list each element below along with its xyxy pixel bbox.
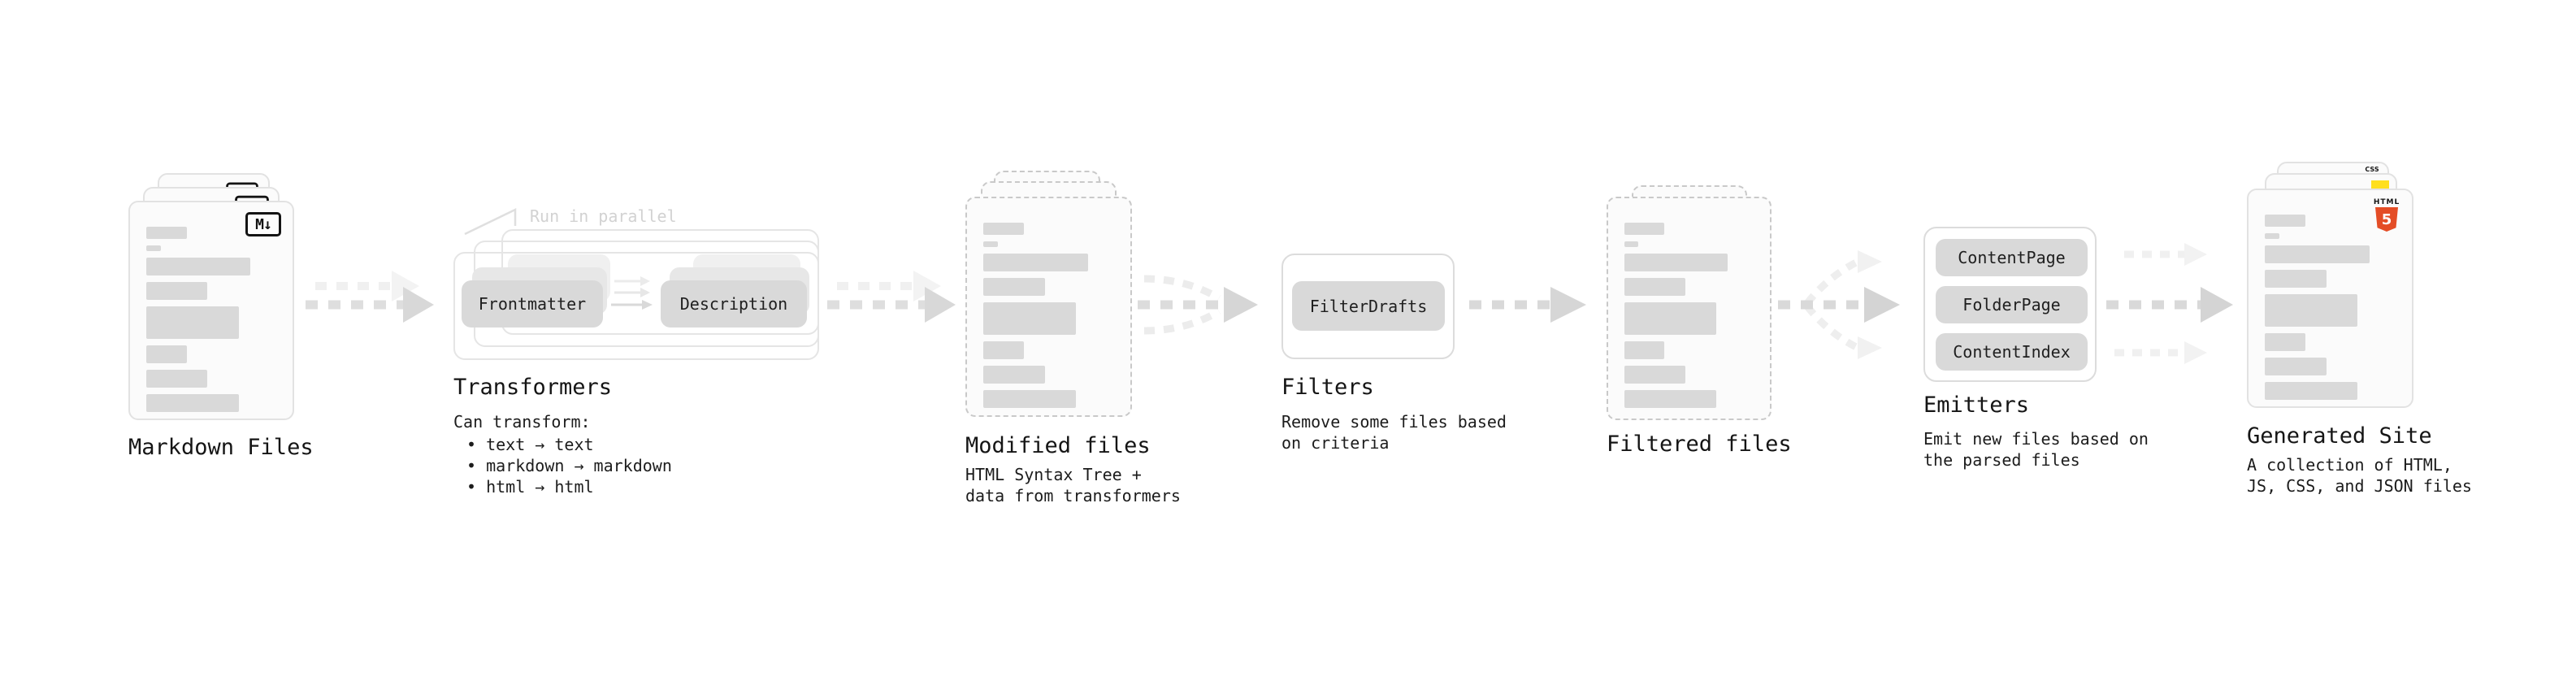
parallel-arrows-icon <box>611 276 653 310</box>
placeholder-bar <box>146 282 208 300</box>
placeholder-bar <box>1624 366 1685 384</box>
filterdrafts-pill: FilterDrafts <box>1292 281 1445 331</box>
site-file-card-html: HTML 5 <box>2247 189 2413 408</box>
markdown-icon: M↓ <box>245 212 281 236</box>
contentpage-pill: ContentPage <box>1936 239 2088 276</box>
placeholder-bar <box>983 341 1024 359</box>
placeholder-bar <box>2265 358 2327 375</box>
generated-site-desc: A collection of HTML, JS, CSS, and JSON … <box>2247 454 2472 497</box>
stage-modified-files <box>965 171 1132 419</box>
placeholder-bar <box>983 302 1077 335</box>
modified-files-label: Modified files <box>965 433 1151 458</box>
arrow-emitters-to-site-icon <box>2106 243 2233 364</box>
placeholder-bar <box>2265 233 2279 239</box>
desc-line: JS, CSS, and JSON files <box>2247 476 2472 496</box>
placeholder-bar <box>983 366 1045 384</box>
placeholder-bar <box>983 254 1088 271</box>
filtered-files-label: Filtered files <box>1607 432 1792 457</box>
stage-generated-site: CSS HTML 5 <box>2247 162 2413 410</box>
emitters-desc: Emit new files based on the parsed files <box>1923 428 2149 471</box>
emitters-label: Emitters <box>1923 393 2030 418</box>
file-content-placeholder <box>1624 223 1754 408</box>
placeholder-bar <box>2265 333 2305 351</box>
arrow-modified-to-filters-icon <box>1138 275 1258 335</box>
modified-file-card-front <box>965 197 1132 417</box>
placeholder-bar <box>1624 390 1716 408</box>
placeholder-bar <box>983 223 1024 235</box>
placeholder-bar <box>2265 270 2327 288</box>
desc-line: data from transformers <box>965 486 1181 505</box>
placeholder-bar <box>146 306 239 339</box>
placeholder-bar <box>146 370 208 388</box>
filtered-file-card-front <box>1607 197 1772 420</box>
arrow-transformers-to-modified-icon <box>827 271 956 323</box>
desc-line: on criteria <box>1281 433 1390 453</box>
css-icon-label: CSS <box>2365 166 2379 173</box>
file-content-placeholder <box>146 227 276 412</box>
desc-line: Remove some files based <box>1281 412 1507 432</box>
arrow-filters-to-filtered-icon <box>1469 287 1586 323</box>
placeholder-bar <box>1624 223 1665 235</box>
desc-line: HTML Syntax Tree + <box>965 465 1142 484</box>
transformers-bullets: • text → text • markdown → markdown • ht… <box>453 434 672 497</box>
transformers-desc-title: Can transform: <box>453 412 591 432</box>
generated-site-label: Generated Site <box>2247 423 2432 449</box>
bullet-item: • markdown → markdown <box>466 456 672 475</box>
filters-desc: Remove some files based on criteria <box>1281 411 1507 453</box>
arrow-filtered-to-emitters-icon <box>1778 250 1900 359</box>
folderpage-pill: FolderPage <box>1936 286 2088 323</box>
placeholder-bar <box>983 390 1077 408</box>
placeholder-bar <box>1624 241 1639 247</box>
arrow-markdown-to-transformers-icon <box>306 271 434 323</box>
placeholder-bar <box>983 278 1045 296</box>
run-in-parallel-annotation: Run in parallel <box>530 206 677 226</box>
markdown-files-label: Markdown Files <box>128 435 314 460</box>
html5-icon: HTML 5 <box>2373 198 2400 232</box>
placeholder-bar <box>2265 294 2358 327</box>
placeholder-bar <box>146 227 187 239</box>
filters-label: Filters <box>1281 375 1374 400</box>
js-icon <box>2371 180 2389 189</box>
transformers-label: Transformers <box>453 375 613 400</box>
placeholder-bar <box>1624 278 1685 296</box>
desc-line: Emit new files based on <box>1923 429 2149 449</box>
filters-panel: FilterDrafts <box>1281 254 1455 359</box>
emitters-panel: ContentPage FolderPage ContentIndex <box>1923 227 2097 382</box>
placeholder-bar <box>2265 215 2305 227</box>
stage-filtered-files <box>1607 185 1772 421</box>
placeholder-bar <box>1624 254 1728 271</box>
stage-markdown-files: M↓ M↓ M↓ <box>128 173 294 420</box>
bullet-item: • html → html <box>466 477 594 497</box>
desc-line: A collection of HTML, <box>2247 455 2452 475</box>
description-pill: Description <box>661 280 807 327</box>
modified-files-desc: HTML Syntax Tree + data from transformer… <box>965 464 1181 506</box>
annotation-connector-icon <box>464 208 517 236</box>
frontmatter-pill: Frontmatter <box>462 280 603 327</box>
placeholder-bar <box>146 345 187 363</box>
transformer-layer-front <box>453 252 819 360</box>
placeholder-bar <box>2265 245 2370 263</box>
placeholder-bar <box>2265 382 2358 400</box>
placeholder-bar <box>146 245 161 251</box>
desc-line: the parsed files <box>1923 450 2080 470</box>
placeholder-bar <box>1624 302 1716 335</box>
bullet-item: • text → text <box>466 435 594 454</box>
html5-icon-word: HTML <box>2373 198 2400 206</box>
contentindex-pill: ContentIndex <box>1936 333 2088 371</box>
file-content-placeholder <box>2265 215 2396 400</box>
placeholder-bar <box>983 241 998 247</box>
placeholder-bar <box>1624 341 1665 359</box>
file-content-placeholder <box>983 223 1114 408</box>
placeholder-bar <box>146 394 239 412</box>
html5-icon-shield: 5 <box>2375 207 2398 232</box>
markdown-file-card-front: M↓ <box>128 201 294 420</box>
placeholder-bar <box>146 258 250 275</box>
